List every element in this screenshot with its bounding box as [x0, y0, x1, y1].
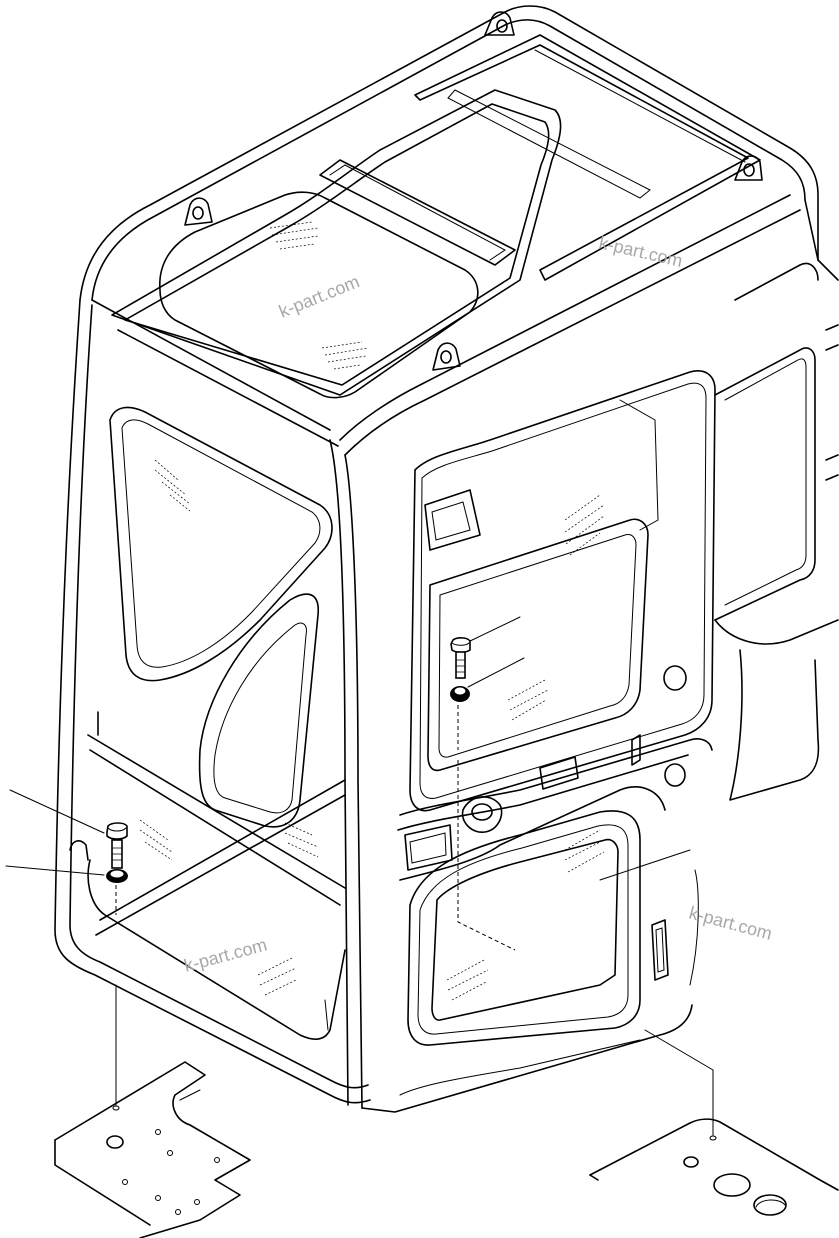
lifting-eye — [432, 342, 461, 371]
lifting-eye — [734, 155, 763, 181]
floor-frame — [54, 1061, 839, 1238]
watermark-group: k-part.com k-part.com k-part.com k-part.… — [182, 232, 774, 975]
lifting-eye — [484, 11, 515, 36]
washer-right[interactable] — [450, 686, 470, 702]
cab-shell — [54, 5, 839, 1113]
lifting-eye — [184, 197, 213, 226]
watermark-text: k-part.com — [687, 903, 774, 944]
watermark-text: k-part.com — [182, 935, 269, 976]
bolt-left[interactable] — [106, 822, 128, 869]
leader-lines — [5, 616, 525, 876]
centerlines — [115, 705, 714, 1136]
glass-reflection-hatching — [139, 221, 605, 1001]
watermark-text: k-part.com — [597, 232, 684, 271]
bolt-right[interactable] — [450, 637, 471, 679]
washer-left[interactable] — [106, 869, 128, 883]
watermark-text: k-part.com — [276, 271, 362, 321]
